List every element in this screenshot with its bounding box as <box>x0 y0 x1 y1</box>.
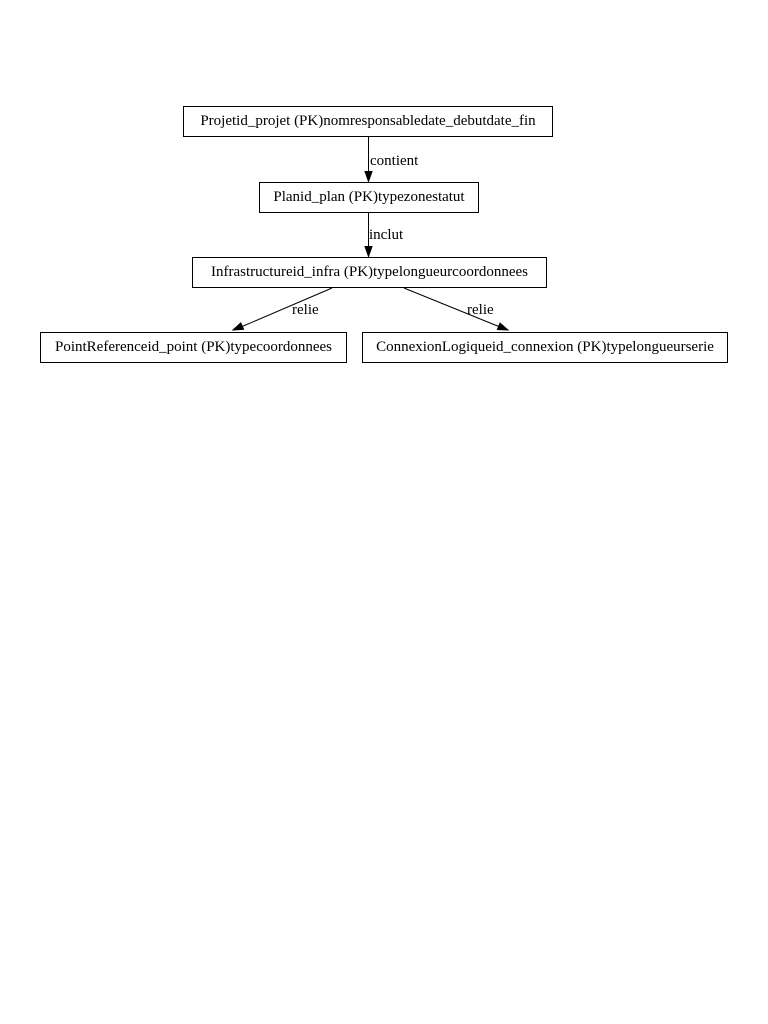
edge-inclut <box>364 213 373 259</box>
entity-node-projet: Projetid_projet (PK)nomresponsabledate_d… <box>183 106 553 137</box>
edge-label-relie-left: relie <box>292 302 319 318</box>
entity-node-infrastructure: Infrastructureid_infra (PK)typelongueurc… <box>192 257 547 288</box>
entity-node-connexionlogique: ConnexionLogiqueid_connexion (PK)typelon… <box>362 332 728 363</box>
edge-label-relie-right: relie <box>467 302 494 318</box>
edge-relie-right <box>403 287 510 331</box>
entity-node-plan: Planid_plan (PK)typezonestatut <box>259 182 479 213</box>
edge-label-contient: contient <box>370 153 419 169</box>
edge-contient <box>364 137 373 184</box>
edge-label-inclut: inclut <box>369 227 404 243</box>
edge-relie-left <box>231 287 333 331</box>
entity-node-pointreference: PointReferenceid_point (PK)typecoordonne… <box>40 332 347 363</box>
